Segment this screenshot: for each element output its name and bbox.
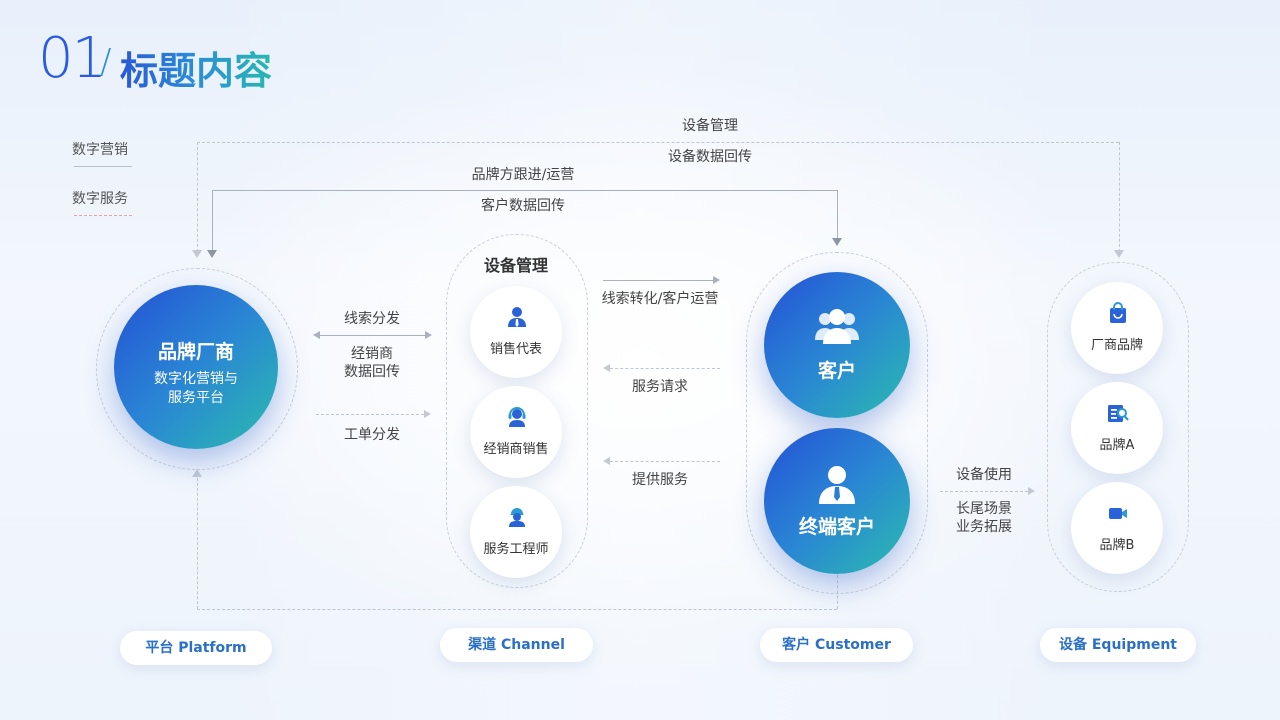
work-order-arrow bbox=[424, 410, 431, 418]
video-camera-icon bbox=[1109, 508, 1127, 519]
label-provide-service: 提供服务 bbox=[632, 472, 688, 488]
equipment-ring bbox=[1047, 262, 1189, 592]
bottom-loop-line bbox=[197, 609, 837, 610]
device-use-line bbox=[940, 491, 1028, 492]
lead-conversion-arrow bbox=[713, 276, 720, 284]
tag-platform: 平台 Platform bbox=[120, 631, 272, 665]
end-customer-circle: 终端客户 bbox=[764, 428, 910, 574]
inner-loop-right-arrow bbox=[832, 238, 842, 246]
provide-service-arrow bbox=[603, 457, 610, 465]
shopping-bag-icon bbox=[1110, 302, 1126, 323]
bottom-loop-left-line bbox=[197, 478, 198, 609]
end-customer-label: 终端客户 bbox=[798, 516, 875, 538]
outer-loop-right-arrow bbox=[1114, 250, 1124, 258]
node-service-engineer-label: 服务工程师 bbox=[483, 542, 549, 557]
tag-channel: 渠道 Channel bbox=[440, 628, 593, 662]
node-sales-rep-label: 销售代表 bbox=[489, 342, 542, 357]
customer-ring bbox=[746, 252, 928, 594]
node-dealer-sales-label: 经销商销售 bbox=[483, 442, 549, 457]
node-service-engineer: 服务工程师 bbox=[470, 486, 562, 578]
channel-heading: 设备管理 bbox=[483, 256, 548, 275]
platform-sub-line1: 数字化营销与 bbox=[154, 371, 238, 387]
node-brand-b: 品牌B bbox=[1071, 482, 1163, 574]
lead-distribution-line bbox=[318, 335, 428, 336]
sales-rep-icon bbox=[508, 307, 526, 327]
label-device-data-return: 设备数据回传 bbox=[668, 149, 752, 165]
legend-dashed-line bbox=[74, 215, 132, 216]
user-tie-icon bbox=[819, 466, 855, 504]
node-vendor-brand: 厂商品牌 bbox=[1071, 282, 1163, 374]
inner-loop-right-line bbox=[837, 190, 838, 240]
lead-conversion-line bbox=[603, 280, 713, 281]
legend-digital-service: 数字服务 bbox=[72, 191, 128, 207]
platform-ring bbox=[96, 268, 298, 470]
lead-distribution-arrow-right bbox=[425, 331, 432, 339]
bottom-loop-right-line bbox=[837, 575, 838, 609]
inner-loop-left-line bbox=[212, 190, 213, 252]
provide-service-line bbox=[610, 461, 720, 462]
tag-equipment: 设备 Equipment bbox=[1040, 628, 1196, 662]
inner-loop-top-line bbox=[212, 190, 837, 191]
label-dealer: 经销商 bbox=[351, 346, 393, 362]
node-brand-a-label: 品牌A bbox=[1099, 438, 1135, 453]
label-service-request: 服务请求 bbox=[632, 379, 688, 395]
node-vendor-brand-label: 厂商品牌 bbox=[1090, 338, 1143, 353]
customer-circle: 客户 bbox=[764, 272, 910, 418]
label-long-tail: 长尾场景 bbox=[956, 501, 1012, 517]
node-sales-rep: 销售代表 bbox=[470, 286, 562, 378]
label-device-management-top: 设备管理 bbox=[682, 118, 738, 134]
outer-loop-top-line bbox=[197, 142, 1119, 143]
section-number: 01 bbox=[38, 26, 107, 91]
label-device-use: 设备使用 bbox=[956, 467, 1012, 483]
device-use-arrow bbox=[1028, 487, 1035, 495]
platform-title: 品牌厂商 bbox=[157, 341, 234, 363]
work-order-line bbox=[316, 414, 424, 415]
legend-digital-marketing: 数字营销 bbox=[72, 142, 128, 158]
label-lead-conversion: 线索转化/客户运营 bbox=[601, 291, 719, 307]
label-customer-data-return: 客户数据回传 bbox=[481, 198, 565, 214]
customer-label: 客户 bbox=[817, 360, 856, 382]
service-request-line bbox=[610, 368, 720, 369]
service-request-arrow bbox=[603, 364, 610, 372]
platform-sub-line2: 服务平台 bbox=[168, 390, 224, 406]
platform-circle: 品牌厂商 数字化营销与 服务平台 bbox=[114, 285, 278, 449]
bottom-loop-arrow bbox=[192, 469, 202, 477]
outer-loop-right-line bbox=[1119, 142, 1120, 252]
page-title: 标题内容 bbox=[120, 40, 272, 95]
book-search-icon bbox=[1108, 405, 1129, 422]
tag-customer: 客户 Customer bbox=[760, 628, 913, 662]
title-slash: / bbox=[100, 42, 112, 82]
engineer-helmet-icon bbox=[509, 508, 525, 527]
label-lead-distribution: 线索分发 bbox=[344, 311, 400, 327]
outer-loop-left-line bbox=[197, 142, 198, 252]
headset-agent-icon bbox=[508, 407, 526, 427]
label-data-return: 数据回传 bbox=[344, 364, 400, 380]
node-brand-b-label: 品牌B bbox=[1099, 538, 1135, 553]
label-work-order: 工单分发 bbox=[344, 427, 400, 443]
inner-loop-left-arrow bbox=[207, 250, 217, 258]
label-brand-followup: 品牌方跟进/运营 bbox=[471, 167, 575, 183]
node-dealer-sales: 经销商销售 bbox=[470, 386, 562, 478]
node-brand-a: 品牌A bbox=[1071, 382, 1163, 474]
label-business-expansion: 业务拓展 bbox=[956, 519, 1012, 535]
user-group-icon bbox=[815, 309, 859, 344]
channel-ring bbox=[446, 234, 588, 588]
legend-solid-line bbox=[74, 166, 132, 167]
outer-loop-left-arrow bbox=[192, 250, 202, 258]
lead-distribution-arrow-left bbox=[313, 331, 320, 339]
